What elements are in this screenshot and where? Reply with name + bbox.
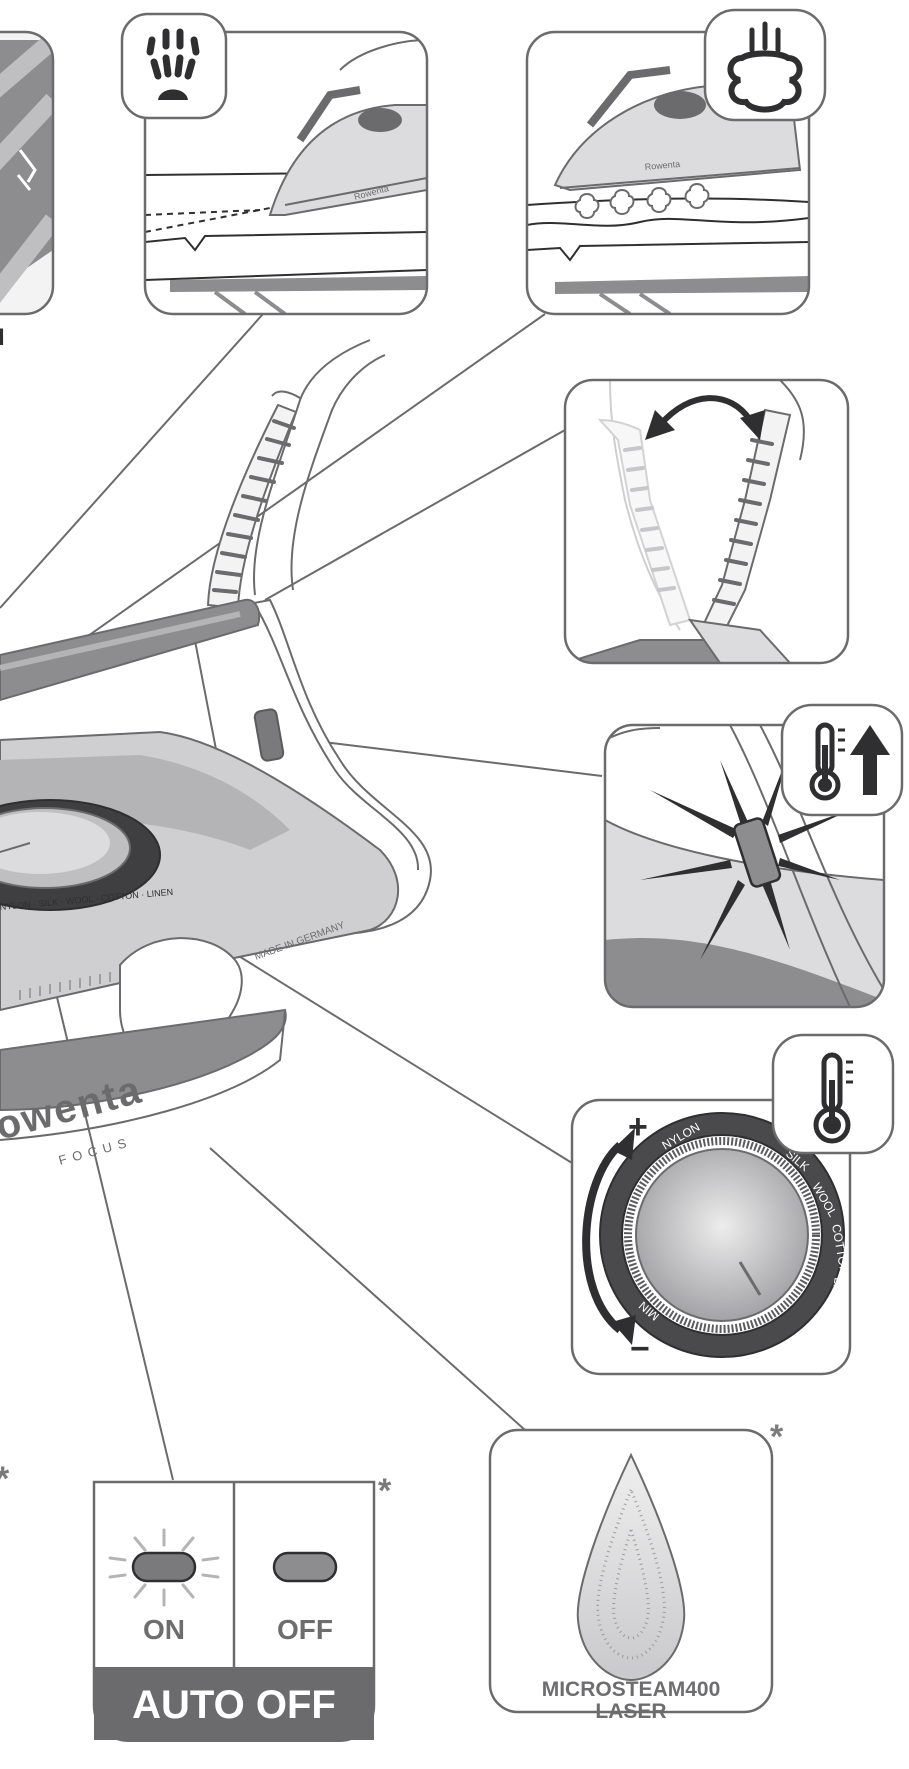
asterisk-autooff: * — [378, 1472, 392, 1510]
dial-plus: + — [628, 1108, 648, 1146]
panel-steam-burst: Rowenta — [527, 10, 825, 314]
auto-off-off-label: OFF — [277, 1614, 333, 1645]
vertical-steam-icon — [122, 14, 226, 118]
panel-temperature-dial: NYLON SILK WOOL COTTON LINEN MIN + − — [572, 1035, 893, 1374]
asterisk-left: * — [0, 1460, 10, 1498]
panel-swivel-cord — [565, 380, 848, 663]
main-iron: NYLON · SILK · WOOL · COTTON · LINEN MAD… — [0, 340, 431, 1168]
auto-off-on-label: ON — [143, 1614, 185, 1645]
brand-subline: FOCUS — [57, 1134, 134, 1168]
asterisk-soleplate: * — [770, 1418, 784, 1456]
panel-heat-light — [605, 705, 902, 1007]
panel-water-fill — [0, 32, 53, 314]
temperature-up-icon — [782, 705, 902, 815]
panel-soleplate: MICROSTEAM400 LASER — [490, 1430, 772, 1723]
temperature-icon — [773, 1035, 893, 1153]
soleplate-name-line1: MICROSTEAM400 — [542, 1678, 721, 1701]
auto-off-title: AUTO OFF — [132, 1683, 336, 1727]
panel-vertical-steam: Rowenta — [122, 14, 427, 314]
dial-minus: − — [630, 1330, 650, 1368]
soleplate-name-line2: LASER — [595, 1700, 666, 1723]
panel1-cut-label: I — [0, 324, 5, 351]
panel-auto-off: ON OFF AUTO OFF — [94, 1482, 374, 1742]
steam-burst-icon — [705, 10, 825, 120]
auto-off-off-indicator — [274, 1553, 336, 1581]
